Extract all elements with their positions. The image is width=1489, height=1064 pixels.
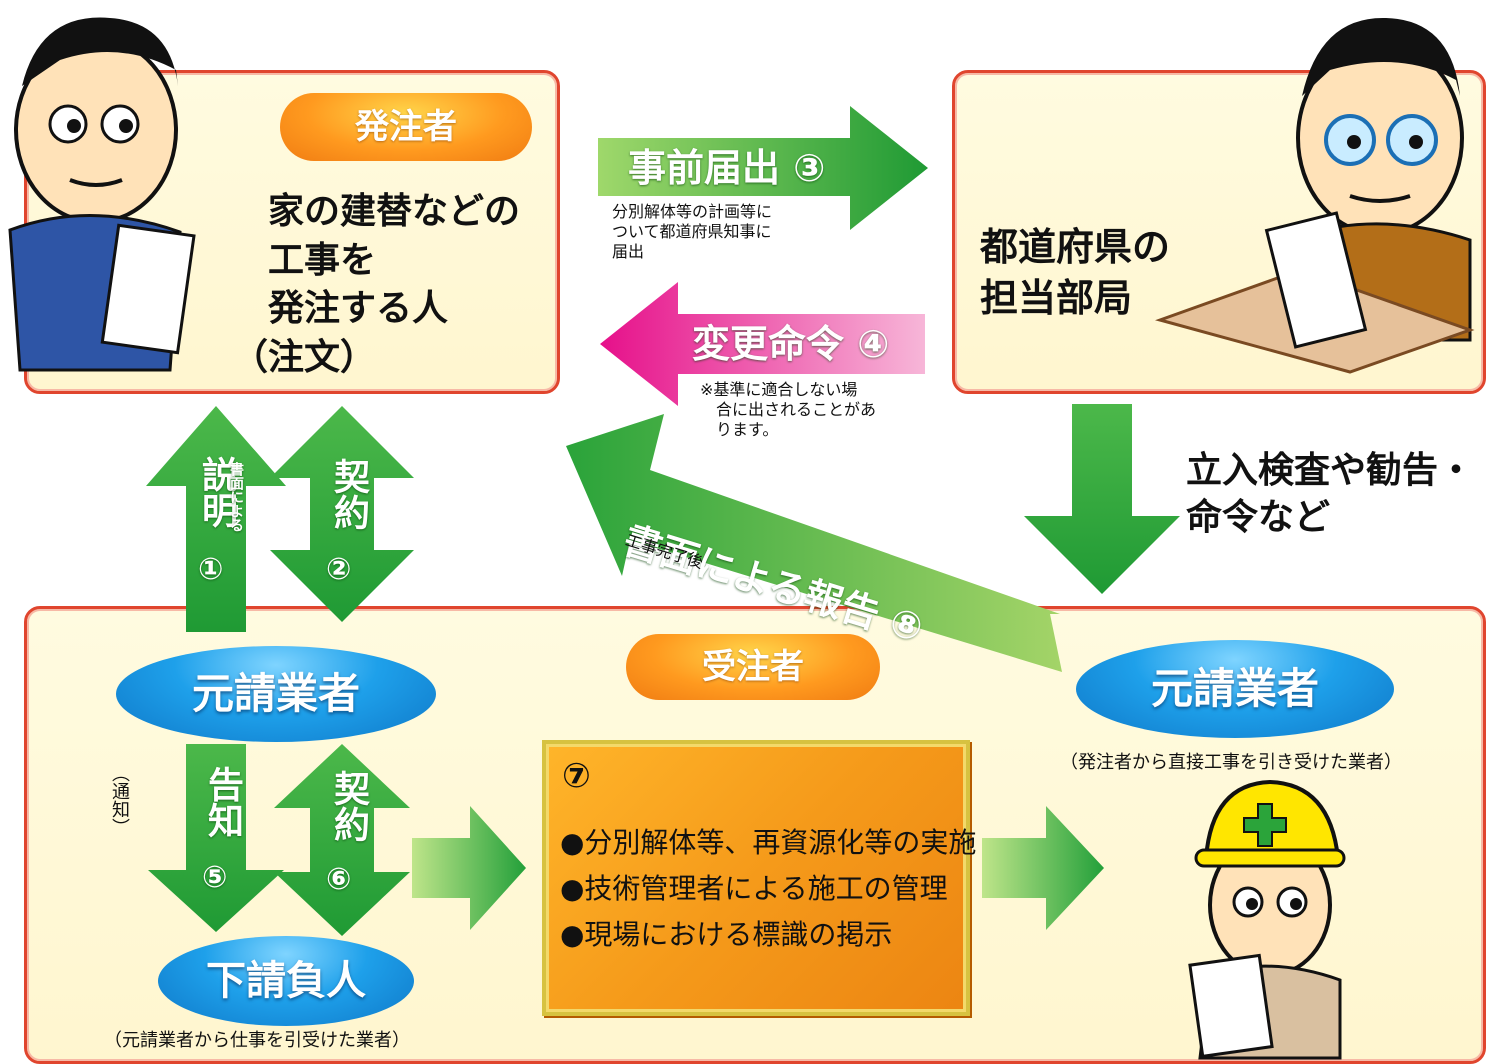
task-item: ●技術管理者による施工の管理 (560, 872, 948, 906)
explain-label: 説明 (196, 456, 237, 528)
inspect-text: 立入検査や勧告・ 命令など (1186, 448, 1474, 542)
notify-note-line: 届出 (612, 242, 645, 261)
client-desc-line: 発注する人 (268, 288, 449, 330)
inspect-line: 命令など (1186, 496, 1331, 538)
client-description: 家の建替などの 工事を 発注する人 （注文） (232, 188, 548, 382)
prefecture-desc-line: 担当部局 (980, 276, 1133, 321)
client-person-icon (8, 17, 196, 372)
notify-note: 分別解体等の計画等に ついて都道府県知事に 届出 (612, 202, 772, 262)
tasks-num: ⑦ (562, 756, 591, 796)
client-desc-line: （注文） (232, 336, 377, 378)
official-person-icon (1155, 17, 1475, 374)
order-note: ※基準に適合しない場 合に出されることがあ ります。 (700, 380, 876, 440)
contractor-title: 受注者 (626, 634, 880, 700)
worker-person-icon (1188, 779, 1346, 1060)
flow-arrow-left (412, 806, 526, 930)
notice-label: 告知 (202, 766, 243, 838)
notify-note-line: 分別解体等の計画等に (612, 202, 773, 221)
subcontractor: 下請負人 (158, 936, 414, 1026)
inspect-arrow (1024, 404, 1180, 594)
contract1-label: 契約 (328, 458, 369, 530)
client-desc-line: 工事を (268, 239, 377, 281)
contract2-num: ⑥ (326, 862, 352, 897)
notify-arrow (598, 106, 928, 230)
notify-note-line: ついて都道府県知事に (612, 222, 772, 241)
contract2-label: 契約 (328, 770, 369, 842)
tasks-box (542, 740, 970, 1016)
flow-arrow-right (982, 806, 1104, 930)
prime-contractor-right: 元請業者 (1076, 640, 1394, 738)
client-desc-line: 家の建替などの (268, 191, 521, 232)
prime-contractor-left: 元請業者 (116, 646, 436, 742)
order-note-line: ります。 (700, 420, 779, 439)
contract1-arrow (270, 406, 414, 622)
tasks-list: ●分別解体等、再資源化等の実施 ●技術管理者による施工の管理 ●現場における標識… (560, 820, 976, 959)
explain-num: ① (198, 552, 224, 587)
sub-note: （元請業者から仕事を引受けた業者） (104, 1030, 410, 1051)
order-note-line: 合に出されることがあ (700, 400, 877, 419)
notice-arrow (148, 744, 284, 932)
notify-label: 事前届出 ③ (628, 146, 826, 190)
client-title: 発注者 (280, 93, 532, 161)
prime-right-note: （発注者から直接工事を引き受けた業者） (1060, 752, 1402, 773)
report-arrow (566, 414, 1062, 672)
notice-num: ⑤ (202, 860, 228, 895)
task-item: ●分別解体等、再資源化等の実施 (560, 826, 977, 859)
tsuchi-label: （通知） (109, 764, 130, 836)
contract1-num: ② (326, 552, 352, 587)
prefecture-description: 都道府県の 担当部局 (980, 222, 1170, 325)
task-item: ●現場における標識の掲示 (560, 918, 893, 952)
explain-arrow (146, 406, 286, 632)
order-arrow (600, 282, 925, 406)
order-label: 変更命令 ④ (692, 322, 890, 366)
contract2-arrow (274, 744, 410, 936)
inspect-line: 立入検査や勧告・ (1186, 450, 1475, 491)
order-note-line: ※基準に適合しない場 (700, 380, 858, 399)
explain-small-label: 書面による (228, 462, 244, 532)
prefecture-desc-line: 都道府県の (980, 225, 1171, 269)
